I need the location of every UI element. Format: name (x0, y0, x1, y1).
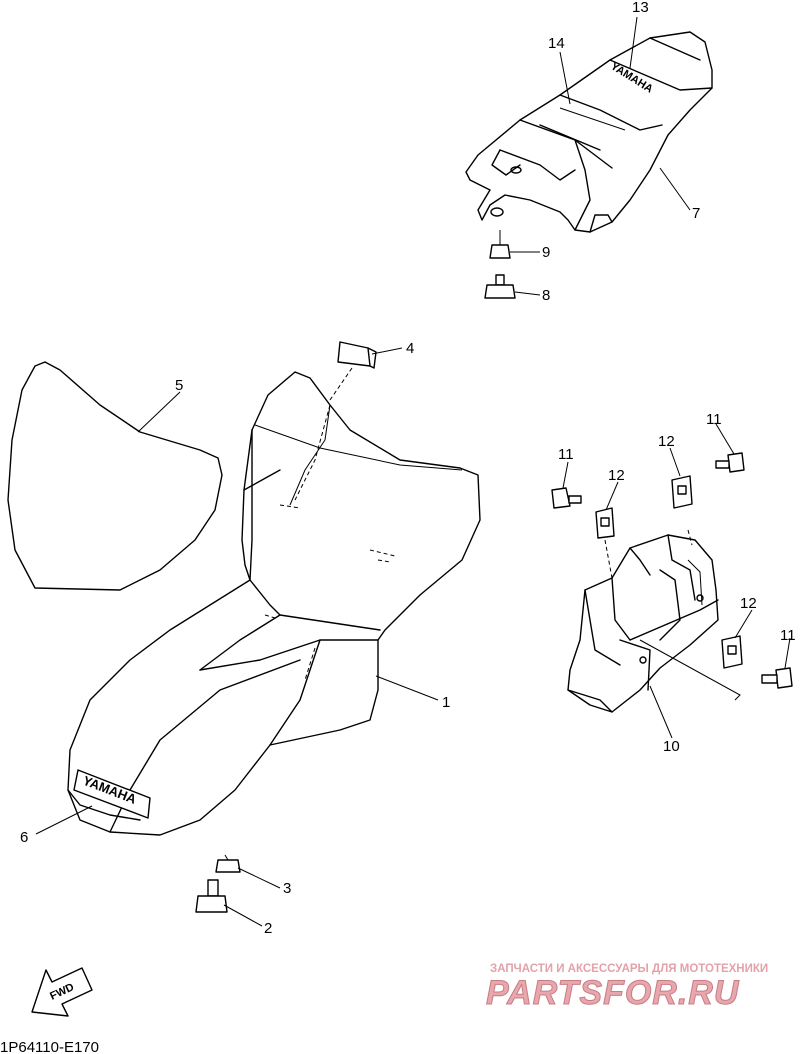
callout-numbers: 13 14 7 9 8 4 5 1 6 3 2 11 12 12 11 12 1… (20, 0, 796, 937)
yamaha-decal-part-6 (73, 769, 151, 819)
watermark-caption: ЗАПЧАСТИ И АКСЕССУАРЫ ДЛЯ МОТОТЕХНИКИ (490, 963, 768, 975)
callout-13: 13 (632, 0, 649, 16)
bolt-part-8 (484, 274, 516, 299)
callout-14: 14 (548, 35, 565, 52)
callout-12-top: 12 (658, 433, 675, 450)
callout-2: 2 (264, 920, 272, 937)
bolt-part-11c (761, 667, 793, 689)
callout-3: 3 (283, 880, 291, 897)
callout-7: 7 (692, 205, 700, 222)
callout-9: 9 (542, 244, 550, 261)
windscreen-panel-part-5 (7, 361, 223, 591)
nut-clip-part-12a (595, 507, 615, 539)
callout-12-left: 12 (608, 467, 625, 484)
callout-11-left: 11 (558, 446, 574, 463)
watermark-logo: PARTSFOR.RU (486, 974, 740, 1012)
nut-clip-part-12b (671, 475, 693, 509)
callout-4: 4 (406, 340, 414, 357)
grommet-part-9 (489, 230, 511, 259)
callout-11-right: 11 (780, 627, 796, 644)
tail-cover-part-7 (465, 31, 713, 233)
callout-6: 6 (20, 829, 28, 846)
nut-clip-part-12c (721, 635, 743, 669)
callout-1: 1 (442, 694, 450, 711)
bolt-part-11b (715, 452, 745, 473)
leader-lines (35, 16, 791, 927)
callout-11-top: 11 (706, 411, 722, 428)
bolt-part-11a (551, 487, 582, 509)
partsfor-watermark: ЗАПЧАСТИ И АКСЕССУАРЫ ДЛЯ МОТОТЕХНИКИ PA… (486, 963, 769, 1013)
callout-8: 8 (542, 287, 550, 304)
bolt-part-2 (195, 879, 228, 913)
clip-part-4 (329, 341, 377, 401)
bracket-part-10 (567, 529, 741, 713)
diagram-code: 1P64110-E170 (0, 1039, 99, 1054)
callout-10: 10 (663, 738, 680, 755)
fwd-arrow: FWD (31, 967, 93, 1017)
callout-12-right: 12 (740, 595, 757, 612)
callout-5: 5 (175, 377, 183, 394)
collar-part-3 (215, 854, 241, 873)
